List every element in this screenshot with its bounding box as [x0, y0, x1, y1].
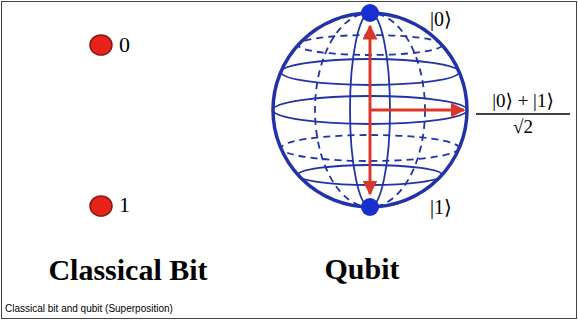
- fraction-denominator: √2: [513, 117, 533, 138]
- state-arrow: [369, 26, 372, 110]
- sphere-outline: [273, 13, 467, 207]
- caption: Classical bit and qubit (Superposition): [5, 303, 173, 314]
- state-arrow: [369, 110, 372, 194]
- pole-dot: [361, 4, 379, 22]
- bloch-sphere: [273, 13, 467, 207]
- pole-dot: [361, 198, 379, 216]
- bit-dot: [90, 196, 112, 216]
- bit-value: 1: [119, 193, 130, 217]
- panel-title: Qubit: [324, 252, 399, 285]
- panel-title: Classical Bit: [48, 253, 207, 286]
- ket-label: |1⟩: [430, 196, 452, 218]
- fraction-numerator: |0⟩ + |1⟩: [492, 91, 554, 112]
- state-arrow: [370, 109, 464, 112]
- fraction-bar: [476, 113, 570, 114]
- bit-dot: [90, 35, 112, 55]
- bit-value: 0: [119, 33, 130, 57]
- ket-label: |0⟩: [430, 8, 452, 30]
